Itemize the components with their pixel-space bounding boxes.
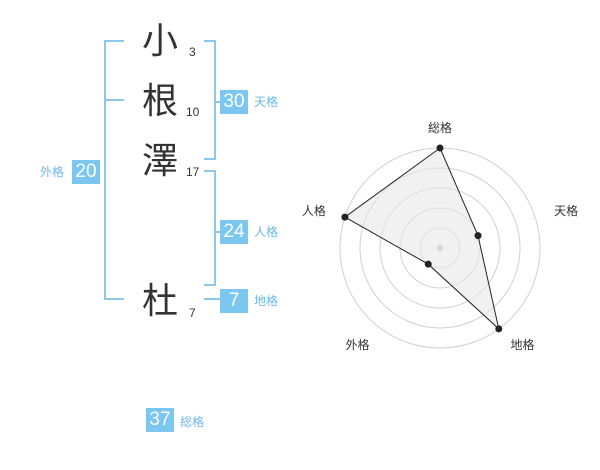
radar-axis-label-3: 外格 [345, 337, 369, 352]
gaikaku-bracket-tick [104, 99, 124, 101]
kanji-char-4: 杜 [142, 281, 179, 322]
radar-point-1 [474, 232, 482, 240]
gaikaku-bracket [104, 40, 124, 300]
jinkaku-value: 24 [220, 220, 248, 244]
tenkaku-bracket [204, 40, 216, 160]
tenkaku-label: 天格 [254, 95, 279, 109]
stroke-count-3: 17 [186, 165, 200, 179]
jinkaku-label: 人格 [254, 225, 279, 239]
jinkaku-bracket [204, 170, 216, 286]
kanji-char-3: 澤 [142, 141, 179, 182]
chikaku-tick [204, 298, 222, 300]
radar-point-4 [341, 213, 349, 221]
kanji-char-1: 小 [142, 21, 179, 62]
gaikaku-label: 外格 [40, 165, 65, 179]
soukaku-value: 37 [146, 408, 174, 432]
tenkaku-tick [214, 101, 222, 103]
radar-axis-label-2: 地格 [511, 337, 535, 352]
radar-axis-label-0: 総格 [428, 120, 452, 135]
chikaku-value: 7 [220, 289, 248, 313]
radar-point-3 [424, 260, 432, 268]
chikaku-label: 地格 [254, 294, 279, 308]
radar-point-0 [436, 144, 444, 152]
radar-axis-label-4: 人格 [302, 203, 326, 218]
soukaku-label: 総格 [180, 415, 205, 429]
radar-axis-label-1: 天格 [554, 203, 578, 218]
gaikaku-value: 20 [72, 160, 100, 184]
jinkaku-tick [214, 231, 222, 233]
radar-points [341, 144, 503, 333]
radar-point-2 [495, 325, 503, 333]
tenkaku-value: 30 [220, 90, 248, 114]
radar-area [343, 147, 500, 331]
stroke-count-2: 10 [186, 105, 200, 119]
stroke-count-4: 7 [189, 306, 196, 320]
stroke-count-1: 3 [189, 45, 196, 59]
kanji-char-2: 根 [142, 81, 179, 122]
